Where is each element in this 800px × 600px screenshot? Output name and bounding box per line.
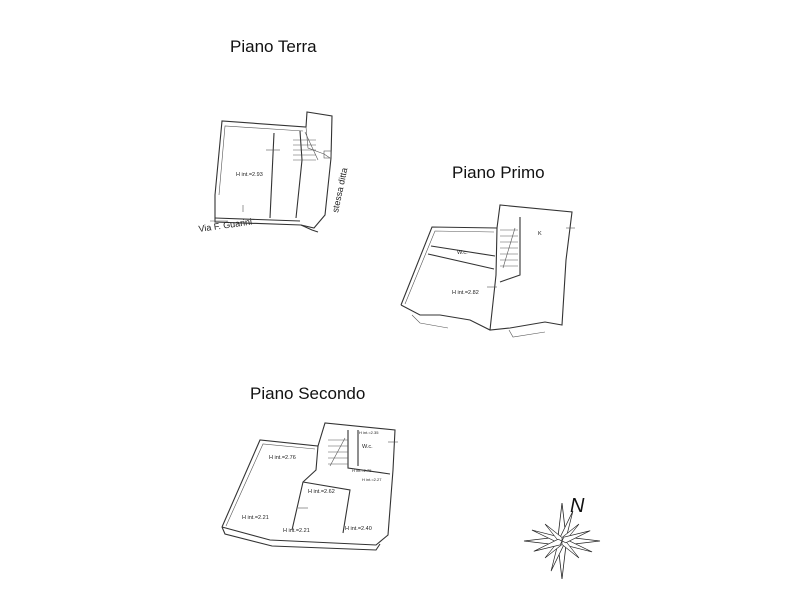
street-name-label: Via F. Guarini: [198, 217, 253, 234]
secondo-small-label-3: H int.=2.27: [362, 477, 382, 482]
secondo-wc-wall: [347, 430, 391, 475]
secondo-partition-left: [291, 445, 319, 531]
terra-stairs: [293, 131, 319, 161]
floor-title-piano-terra: Piano Terra: [230, 37, 317, 56]
primo-balcony-left: [411, 314, 449, 329]
secondo-small-label-1: H int.=2.35: [359, 430, 379, 435]
secondo-height-label-4: H int.=2.21: [283, 528, 310, 534]
secondo-height-label-3: H int.=2.21: [242, 515, 269, 521]
terra-column: [323, 150, 332, 159]
secondo-height-label-5: H int.=2.40: [345, 526, 372, 532]
floor-title-piano-primo: Piano Primo: [452, 163, 545, 182]
terra-sidewalk-edge: [300, 224, 319, 233]
terra-stair-wall: [295, 130, 303, 219]
secondo-small-label-2: H int.=2.75: [352, 468, 372, 473]
primo-inner-wall-offset: [404, 230, 495, 305]
primo-wc-label: W.c.: [457, 250, 468, 256]
primo-kitchen-label: K: [538, 231, 542, 237]
plan-piano-secondo: H int.=2.76 H int.=2.62 H int.=2.21 H in…: [221, 422, 398, 551]
terra-height-label: H int.=2.93: [236, 172, 263, 178]
compass-north-label: N: [570, 495, 585, 517]
primo-balcony-right: [508, 329, 546, 338]
primo-height-label: H int.=2.82: [452, 290, 479, 296]
terra-partition-wall: [269, 132, 275, 219]
floor-title-piano-secondo: Piano Secondo: [250, 384, 366, 403]
secondo-stairs: [328, 437, 348, 467]
primo-stairs: [500, 227, 518, 269]
primo-wc-partition: [430, 245, 496, 257]
secondo-outer-wall: [221, 422, 396, 546]
primo-outer-wall: [400, 204, 573, 331]
compass-rose-icon: [523, 502, 601, 580]
primo-stair-wall: [489, 227, 498, 331]
terra-stair-outline: [305, 126, 331, 159]
secondo-partition-middle: [302, 481, 351, 534]
secondo-height-label-1: H int.=2.76: [269, 455, 296, 461]
secondo-inner-wall-offset: [225, 443, 316, 527]
primo-hall-partition: [427, 253, 495, 270]
plan-piano-primo: W.c. K H int.=2.82: [400, 204, 575, 338]
side-owner-label: stessa ditta: [330, 167, 349, 214]
primo-kitchen-wall: [499, 217, 521, 283]
terra-front-wall: [214, 217, 301, 222]
secondo-wc-label: W.c.: [362, 444, 373, 450]
plan-piano-terra: H int.=2.93 Via F. Guarini stessa ditta: [198, 111, 349, 234]
terra-inner-wall-offset: [218, 125, 304, 196]
secondo-terrace-edge: [221, 526, 381, 551]
secondo-height-label-2: H int.=2.62: [308, 489, 335, 495]
